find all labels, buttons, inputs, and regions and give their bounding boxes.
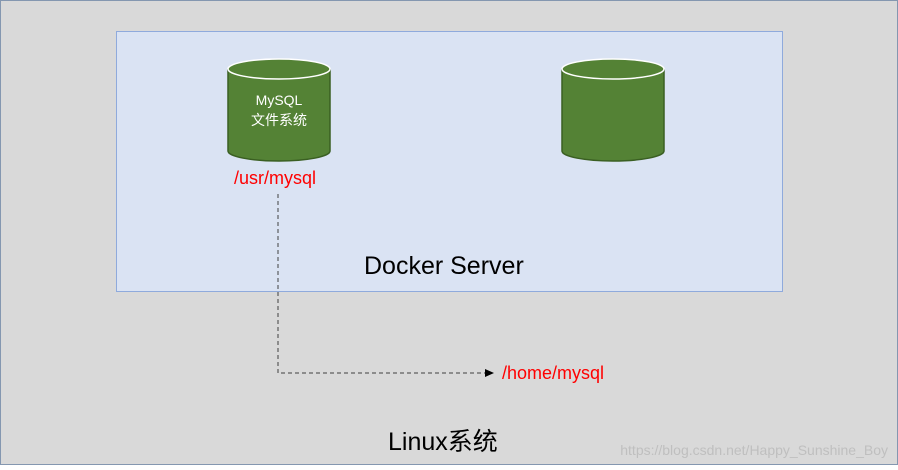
second-cylinder [561, 58, 665, 162]
container-path-label: /usr/mysql [234, 168, 317, 188]
cylinder-shape [227, 58, 331, 162]
docker-server-box [116, 31, 783, 292]
cylinder-shape [561, 58, 665, 162]
linux-system-label: Linux系统 [388, 428, 498, 456]
watermark-text: https://blog.csdn.net/Happy_Sunshine_Boy [620, 442, 888, 458]
cylinder-label-line2: 文件系统 [251, 112, 307, 128]
host-path-label: /home/mysql [502, 363, 605, 383]
cylinder-label-line1: MySQL [255, 92, 303, 108]
docker-server-label: Docker Server [364, 252, 524, 280]
mysql-filesystem-cylinder: MySQL 文件系统 [227, 58, 331, 162]
